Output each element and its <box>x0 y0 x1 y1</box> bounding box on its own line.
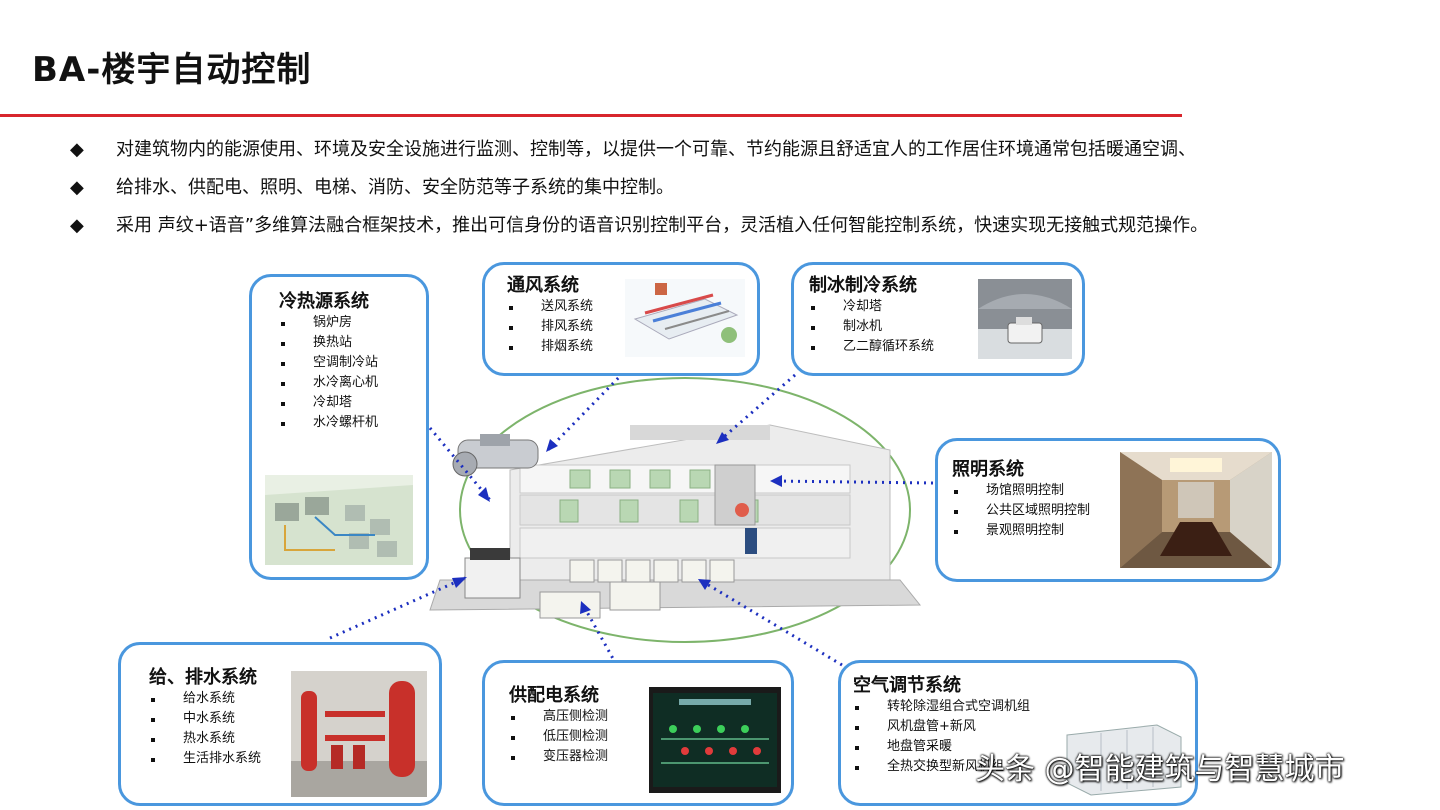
watermark-text: 头条 @智能建筑与智慧城市 <box>975 752 1345 787</box>
list-item: 送风系统 <box>507 297 593 317</box>
title-divider <box>0 114 1182 117</box>
panel-list: 高压侧检测 低压侧检测 变压器检测 <box>509 707 608 767</box>
diamond-bullet-icon: ◆ <box>70 215 84 236</box>
intro-bullets: ◆ 对建筑物内的能源使用、环境及安全设施进行监测、控制等，以提供一个可靠、节约能… <box>70 136 1410 250</box>
panel-title: 供配电系统 <box>509 685 599 706</box>
bullet-item: ◆ 对建筑物内的能源使用、环境及安全设施进行监测、控制等，以提供一个可靠、节约能… <box>70 136 1410 174</box>
diamond-bullet-icon: ◆ <box>70 177 84 198</box>
panel-list: 场馆照明控制 公共区域照明控制 景观照明控制 <box>952 481 1090 541</box>
bullet-item: ◆ 采用 声纹+语音”多维算法融合框架技术，推出可信身份的语音识别控制平台，灵活… <box>70 212 1410 250</box>
panel-list: 转轮除湿组合式空调机组 风机盘管+新风 地盘管采暖 全热交换型新风机组 <box>853 697 1030 777</box>
list-item: 景观照明控制 <box>952 521 1090 541</box>
list-item: 水冷离心机 <box>279 373 378 393</box>
ventilation-panel: 通风系统 送风系统 排风系统 排烟系统 <box>482 262 760 376</box>
panel-title: 冷热源系统 <box>279 291 369 312</box>
list-item: 空调制冷站 <box>279 353 378 373</box>
panel-title: 制冰制冷系统 <box>809 275 917 296</box>
panel-title: 空气调节系统 <box>853 675 961 696</box>
list-item: 场馆照明控制 <box>952 481 1090 501</box>
panel-list: 送风系统 排风系统 排烟系统 <box>507 297 593 357</box>
bullet-item: ◆ 给排水、供配电、照明、电梯、消防、安全防范等子系统的集中控制。 <box>70 174 1410 212</box>
air-conditioning-panel: 空气调节系统 转轮除湿组合式空调机组 风机盘管+新风 地盘管采暖 全热交换型新风… <box>838 660 1198 806</box>
list-item: 给水系统 <box>149 689 261 709</box>
list-item: 变压器检测 <box>509 747 608 767</box>
list-item: 热水系统 <box>149 729 261 749</box>
cold-heat-source-panel: 冷热源系统 锅炉房 换热站 空调制冷站 水冷离心机 冷却塔 水冷螺杆机 <box>249 274 429 580</box>
list-item: 换热站 <box>279 333 378 353</box>
list-item: 生活排水系统 <box>149 749 261 769</box>
list-item: 排烟系统 <box>507 337 593 357</box>
list-item: 排风系统 <box>507 317 593 337</box>
list-item: 制冰机 <box>809 317 934 337</box>
panel-title: 通风系统 <box>507 275 579 296</box>
list-item: 地盘管采暖 <box>853 737 1030 757</box>
power-monitor-screen-image <box>649 687 781 793</box>
power-distribution-panel: 供配电系统 高压侧检测 低压侧检测 变压器检测 <box>482 660 794 806</box>
panel-list: 锅炉房 换热站 空调制冷站 水冷离心机 冷却塔 水冷螺杆机 <box>279 313 378 433</box>
air-handling-unit-image <box>1061 715 1187 797</box>
water-supply-drainage-panel: 给、排水系统 给水系统 中水系统 热水系统 生活排水系统 <box>118 642 442 806</box>
diamond-bullet-icon: ◆ <box>70 139 84 160</box>
panel-list: 冷却塔 制冰机 乙二醇循环系统 <box>809 297 934 357</box>
lighting-panel: 照明系统 场馆照明控制 公共区域照明控制 景观照明控制 <box>935 438 1281 582</box>
list-item: 风机盘管+新风 <box>853 717 1030 737</box>
system-ellipse <box>459 377 911 643</box>
panel-title: 给、排水系统 <box>149 667 257 688</box>
building-illustration <box>429 377 922 643</box>
building-diagram <box>420 370 940 660</box>
ice-rink-image <box>978 279 1072 359</box>
list-item: 中水系统 <box>149 709 261 729</box>
bullet-text: 给排水、供配电、照明、电梯、消防、安全防范等子系统的集中控制。 <box>116 177 674 198</box>
page-title: BA-楼宇自动控制 <box>32 50 312 90</box>
plant-room-image <box>265 475 413 565</box>
list-item: 公共区域照明控制 <box>952 501 1090 521</box>
ice-cooling-panel: 制冰制冷系统 冷却塔 制冰机 乙二醇循环系统 <box>791 262 1085 376</box>
list-item: 低压侧检测 <box>509 727 608 747</box>
list-item: 高压侧检测 <box>509 707 608 727</box>
panel-list: 给水系统 中水系统 热水系统 生活排水系统 <box>149 689 261 769</box>
bullet-text: 对建筑物内的能源使用、环境及安全设施进行监测、控制等，以提供一个可靠、节约能源且… <box>116 139 1196 160</box>
pump-room-image <box>291 671 427 797</box>
list-item: 转轮除湿组合式空调机组 <box>853 697 1030 717</box>
list-item: 全热交换型新风机组 <box>853 757 1030 777</box>
list-item: 冷却塔 <box>279 393 378 413</box>
duct-system-image <box>625 279 745 357</box>
list-item: 锅炉房 <box>279 313 378 333</box>
meeting-room-image <box>1120 452 1272 568</box>
list-item: 乙二醇循环系统 <box>809 337 934 357</box>
bullet-text: 采用 声纹+语音”多维算法融合框架技术，推出可信身份的语音识别控制平台，灵活植入… <box>116 215 1209 236</box>
list-item: 冷却塔 <box>809 297 934 317</box>
list-item: 水冷螺杆机 <box>279 413 378 433</box>
panel-title: 照明系统 <box>952 459 1024 480</box>
